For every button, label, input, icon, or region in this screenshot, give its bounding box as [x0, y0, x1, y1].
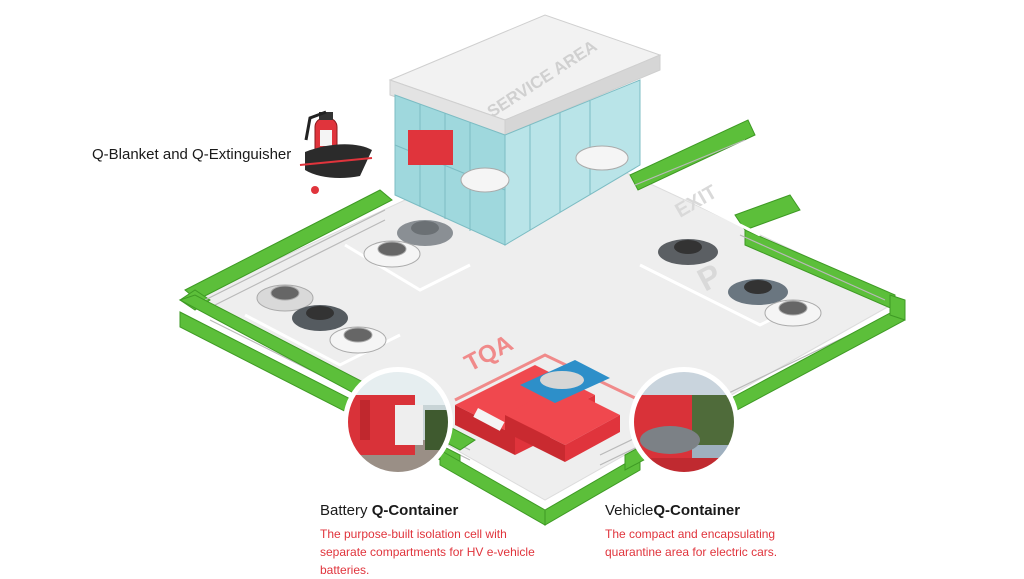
- vehicle-title-prefix: Vehicle: [605, 502, 654, 519]
- vehicle-container-photo: [629, 367, 739, 477]
- battery-container-photo: [343, 367, 453, 477]
- battery-title: Battery Q-Container: [320, 502, 540, 519]
- car: [575, 145, 629, 171]
- blanket-icon: [299, 144, 373, 194]
- battery-title-prefix: Battery: [320, 502, 372, 519]
- blanket-extinguisher-label: Q-Blanket and Q-Extinguisher: [92, 146, 292, 163]
- car: [658, 239, 718, 265]
- battery-caption: Battery Q-Container The purpose-built is…: [320, 502, 540, 579]
- car: [397, 220, 453, 246]
- vehicle-title-bold: Q-Container: [653, 502, 741, 519]
- battery-description: The purpose-built isolation cell with se…: [320, 527, 535, 577]
- vehicle-title: VehicleQ-Container: [605, 502, 825, 519]
- car: [363, 240, 421, 268]
- car: [764, 299, 822, 327]
- vehicle-caption: VehicleQ-Container The compact and encap…: [605, 502, 825, 561]
- tqa-zone: TQA: [454, 330, 636, 462]
- car: [728, 279, 788, 305]
- hedge-back: [179, 119, 896, 311]
- parked-cars: [256, 145, 822, 354]
- car: [329, 326, 387, 354]
- service-building: SERVICE AREA: [388, 14, 662, 246]
- car: [460, 167, 510, 193]
- battery-title-bold: Q-Container: [371, 502, 459, 519]
- car: [292, 305, 348, 331]
- car: [256, 284, 314, 312]
- vehicle-description: The compact and encapsulating quarantine…: [605, 527, 778, 559]
